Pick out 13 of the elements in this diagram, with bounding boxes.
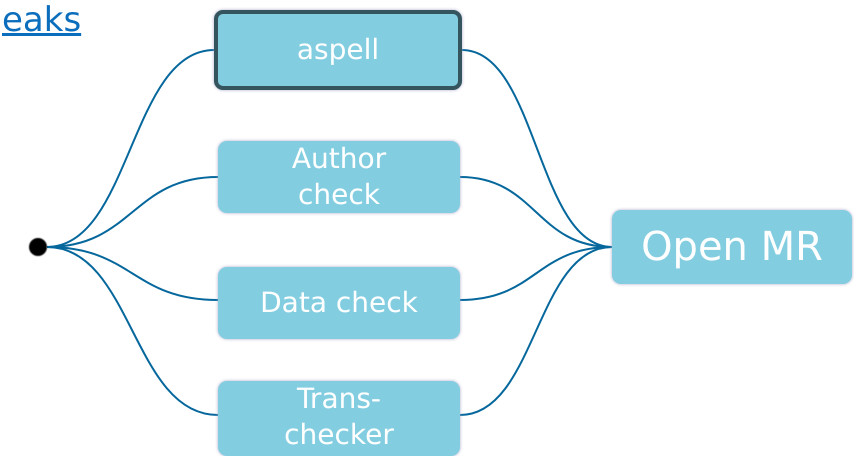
node-label: Author check <box>290 141 388 213</box>
link-text: eaks <box>2 0 82 40</box>
process-box <box>214 10 462 90</box>
circle-node <box>29 238 47 256</box>
node-label: Data check <box>259 285 419 321</box>
connector-line <box>460 246 612 416</box>
connector-line <box>46 246 218 416</box>
node-label: aspell <box>296 32 380 68</box>
process-box <box>218 381 460 456</box>
process-box <box>612 210 852 284</box>
node-label: Trans- checker <box>283 381 395 453</box>
process-box <box>218 141 460 213</box>
process-box <box>218 267 460 339</box>
